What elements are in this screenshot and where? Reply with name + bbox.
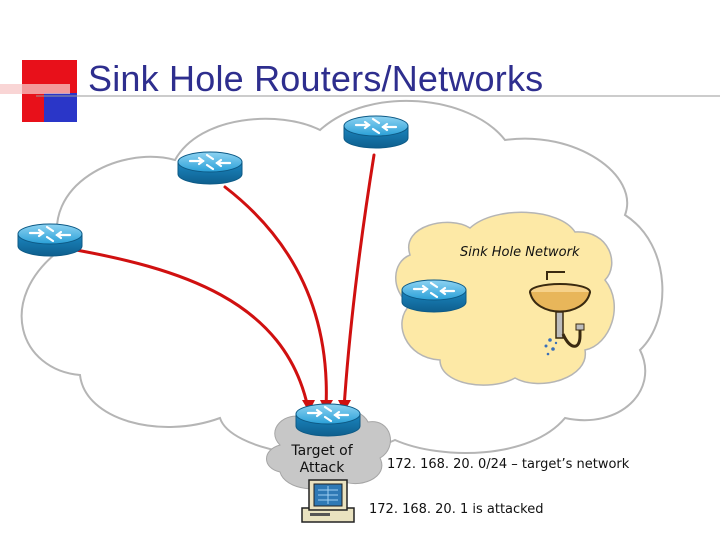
attack-line-2: [223, 185, 328, 410]
attack-line-3: [342, 153, 376, 410]
pink-bar: [0, 84, 70, 94]
router-icon-target: [294, 402, 362, 438]
target-label-line2: Attack: [300, 460, 346, 476]
sinkhole-cloud: [395, 211, 615, 386]
computer-icon: [301, 479, 355, 523]
page-title: Sink Hole Routers/Networks: [88, 58, 544, 99]
sink-icon: [529, 271, 591, 356]
title-decoration: [0, 60, 720, 122]
attack-lines: [63, 153, 376, 410]
blue-block: [44, 93, 77, 122]
network-note: 172. 168. 20. 0/24 – target’s network: [387, 457, 630, 472]
router-icon-upper-left: [176, 150, 244, 186]
attack-line-1: [63, 246, 310, 410]
router-icon-sinkhole: [400, 278, 468, 314]
router-icon-top: [342, 114, 410, 150]
target-label-line1: Target of: [290, 443, 353, 459]
sinkhole-label: Sink Hole Network: [460, 245, 580, 260]
router-icon-left: [16, 222, 84, 258]
attack-note: 172. 168. 20. 1 is attacked: [369, 502, 543, 517]
